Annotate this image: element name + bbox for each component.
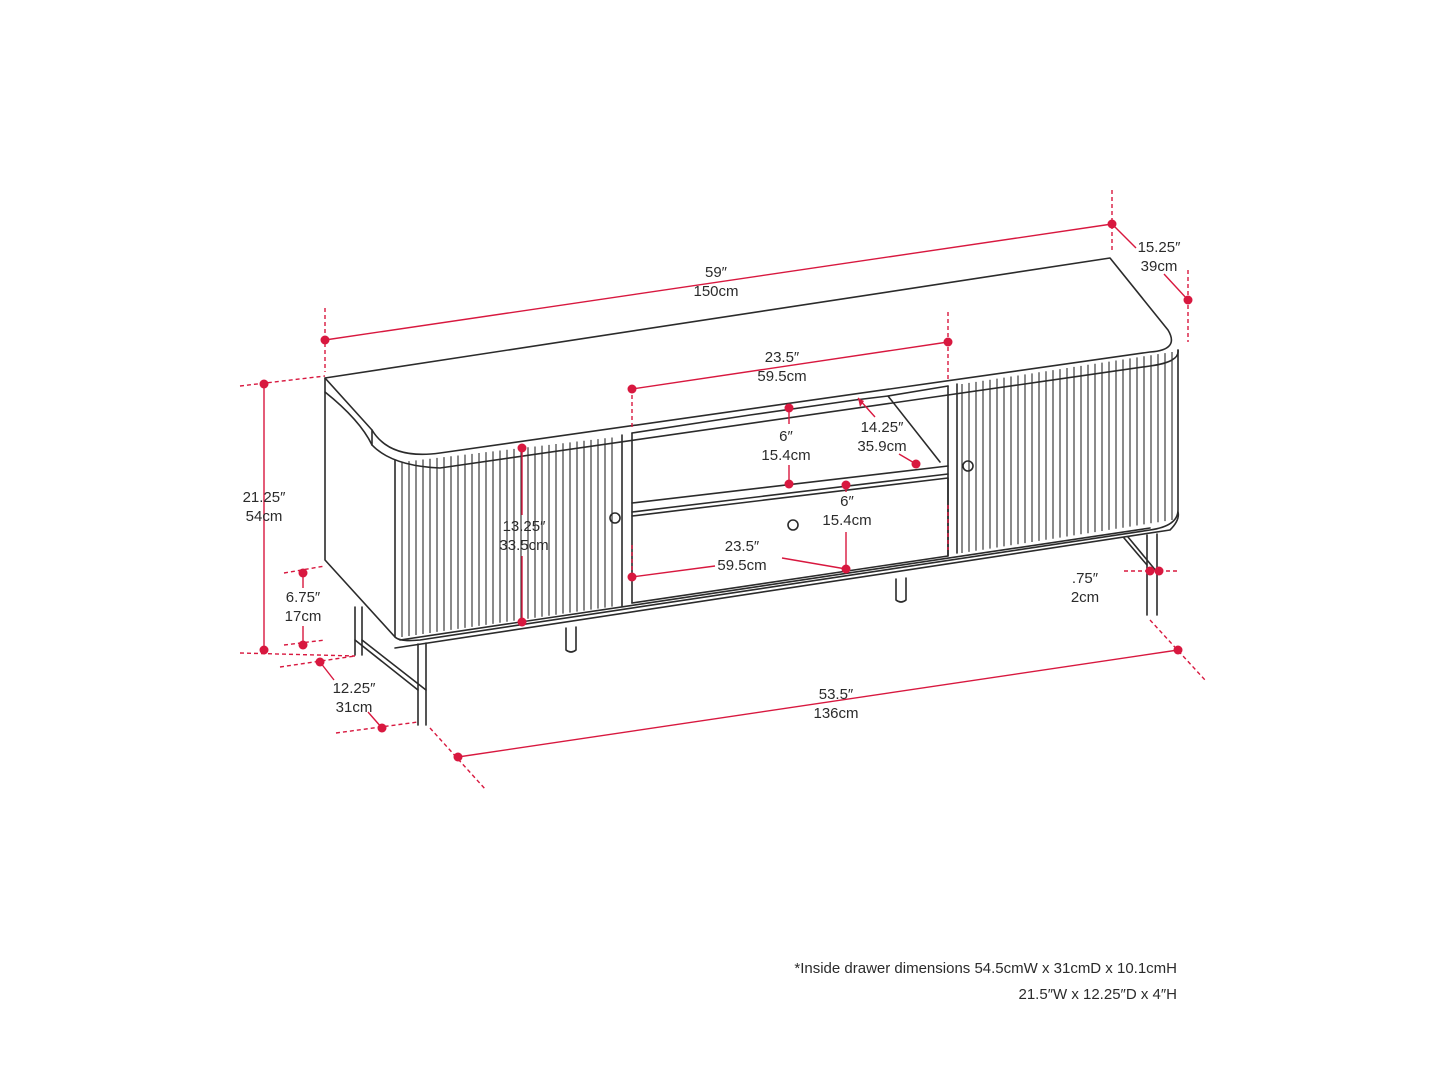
door-slats [401, 352, 1173, 637]
base-width-in: 53.5″ [818, 686, 854, 703]
left-end-panel [324, 377, 396, 638]
shelf-depth-arrowhead [858, 398, 864, 407]
shelf-height-cm: 15.4cm [761, 447, 811, 464]
drawer-note-metric: *Inside drawer dimensions 54.5cmW x 31cm… [794, 960, 1177, 977]
middle-foot-left [565, 626, 577, 653]
drawer-front [631, 477, 949, 604]
left-end-curve [324, 391, 373, 446]
leg-thickness-in: .75″ [1071, 570, 1099, 587]
base-depth-in: 12.25″ [332, 680, 376, 697]
leg-height-label: 6.75″ 17cm [285, 588, 322, 626]
overall-width-cm: 150cm [693, 283, 739, 300]
overall-height-cm: 54cm [245, 508, 283, 525]
shelf-depth-in: 14.25″ [860, 419, 904, 436]
left-base-brace [354, 639, 427, 691]
leg-height-in: 6.75″ [285, 589, 321, 606]
drawer-note-imperial: 21.5″W x 12.25″D x 4″H [1018, 986, 1178, 1003]
depth-label: 15.25″ 39cm [1138, 238, 1181, 276]
drawer-height-label: 6″ 15.4cm [822, 492, 871, 530]
shelf-back [631, 385, 949, 434]
shelf-height-in: 6″ [779, 428, 793, 445]
leg-height-cm: 17cm [284, 608, 322, 625]
shelf-width-label: 23.5″ 59.5cm [757, 348, 806, 386]
drawer-width-in: 23.5″ [724, 538, 760, 555]
overall-width-in: 59″ [705, 264, 727, 281]
body-front [394, 349, 1179, 642]
top-edge [371, 349, 1179, 469]
door-height-label: 13.25″ 33.5cm [499, 517, 548, 555]
left-back-leg [354, 606, 363, 656]
drawer-height-in: 6″ [840, 493, 854, 510]
overall-height-label: 21.25″ 54cm [243, 488, 286, 526]
left-door-knob [609, 512, 621, 524]
dimension-dots [259, 219, 1193, 762]
middle-foot-right [895, 577, 907, 603]
bottom-rail [394, 511, 1180, 649]
drawer-width-cm: 59.5cm [717, 557, 767, 574]
furniture-outline [324, 257, 1180, 726]
shelf-board [631, 465, 949, 513]
base-width-cm: 136cm [813, 705, 859, 722]
overall-height-in: 21.25″ [242, 489, 286, 506]
leg-thickness-label: .75″ 2cm [1071, 569, 1099, 607]
base-depth-cm: 31cm [335, 699, 373, 716]
depth-in: 15.25″ [1137, 239, 1181, 256]
shelf-depth-cm: 35.9cm [857, 438, 907, 455]
door-height-in: 13.25″ [502, 518, 546, 535]
shelf-width-in: 23.5″ [764, 349, 800, 366]
shelf-depth-label: 14.25″ 35.9cm [857, 418, 906, 456]
shelf-height-label: 6″ 15.4cm [761, 427, 810, 465]
drawer-knob [787, 519, 799, 531]
depth-cm: 39cm [1140, 258, 1178, 275]
drawer-width-label: 23.5″ 59.5cm [717, 537, 766, 575]
base-width-label: 53.5″ 136cm [813, 685, 858, 723]
top-surface [324, 257, 1173, 456]
overall-width-label: 59″ 150cm [693, 263, 738, 301]
leg-thickness-cm: 2cm [1070, 589, 1100, 606]
shelf-width-cm: 59.5cm [757, 368, 807, 385]
drawer-height-cm: 15.4cm [822, 512, 872, 529]
door-height-cm: 33.5cm [499, 537, 549, 554]
right-base-brace [1123, 536, 1158, 573]
shelf-inner-side [887, 395, 941, 463]
dividers [621, 383, 958, 607]
right-door-knob [962, 460, 974, 472]
base-depth-label: 12.25″ 31cm [333, 679, 376, 717]
